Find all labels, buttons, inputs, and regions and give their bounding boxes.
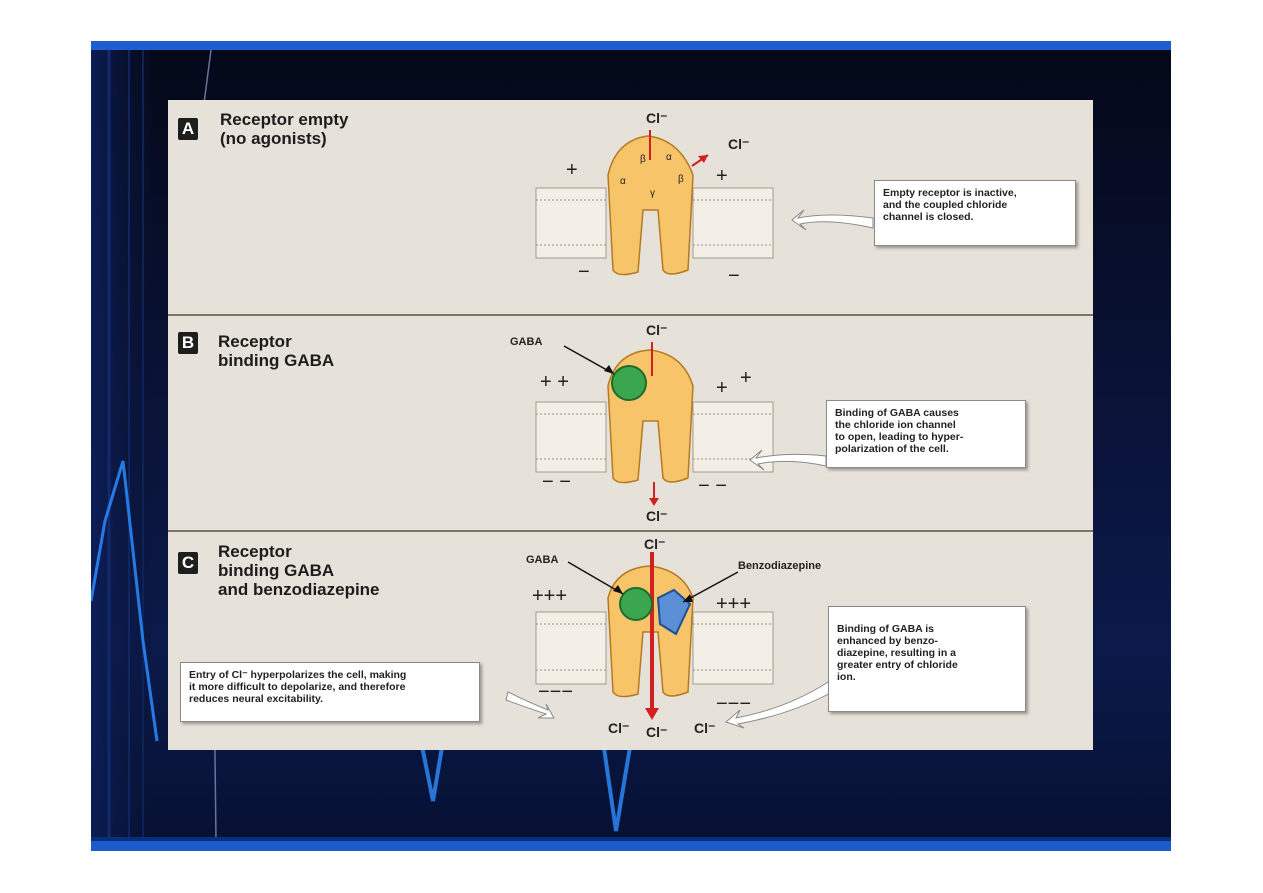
gaba-molecule [611,365,647,401]
chloride-ion-label: Cl⁻ [644,536,666,552]
charge-label: − − [542,471,571,493]
chloride-ion-label: Cl⁻ [728,136,750,152]
charge-label: −−− [716,693,752,715]
subunit-label: γ [650,188,655,199]
callout-box: Empty receptor is inactive, and the coup… [874,180,1076,246]
pulse-wave [91,460,159,742]
gaba-receptor-figure: A Receptor empty (no agonists) Cl⁻ Cl⁻ α [168,100,1093,750]
benzodiazepine-pointer [682,571,739,603]
charge-label: + [740,367,752,389]
callout-arrow [749,449,827,471]
membrane-right [692,187,774,259]
receptor-open [607,342,694,506]
panel-a-illustration [535,130,774,276]
panel-title: Receptor binding GABA and benzodiazepine [218,542,380,599]
chloride-ion-label: Cl⁻ [646,110,668,126]
gaba-label: GABA [510,336,543,348]
charge-label: + + [540,371,569,393]
panel-badge: A [178,118,198,140]
panel-a: A Receptor empty (no agonists) Cl⁻ Cl⁻ α [168,100,1093,316]
membrane-left [535,401,607,473]
panel-b: B Receptor binding GABA [168,316,1093,532]
pulse-wave [419,740,445,802]
chloride-ion-label: Cl⁻ [608,720,630,736]
slide-top-bar [91,41,1171,50]
chloride-ion-label: Cl⁻ [646,322,668,338]
charge-label: − [728,265,740,287]
panel-title: Receptor binding GABA [218,332,335,370]
charge-label: + [716,165,728,187]
benzodiazepine-label: Benzodiazepine [738,560,822,572]
callout-box: Binding of GABA is enhanced by benzo- di… [828,606,1026,712]
callout-arrow [505,691,555,719]
pulse-wave [601,740,633,832]
panel-b-illustration [535,342,827,506]
gaba-pointer-head [604,365,614,374]
charge-label: −−− [538,681,574,703]
gaba-pointer-head [613,585,623,594]
chloride-ion-label: Cl⁻ [646,724,668,740]
charge-label: − − [698,475,727,497]
chloride-ion-label: Cl⁻ [646,508,668,524]
receptor-open [607,552,694,720]
membrane-left [535,187,607,259]
chloride-ion-label: Cl⁻ [694,720,716,736]
callout-arrow [725,681,837,729]
slide-bottom-bar-shadow [91,837,1171,841]
charge-label: +++ [716,593,752,615]
membrane-left [535,611,607,685]
callout-arrow [791,209,874,231]
panel-c: C Receptor binding GABA and benzodiazepi… [168,532,1093,750]
panel-badge: C [178,552,198,574]
subunit-label: α [620,176,626,187]
membrane-right [692,611,774,685]
callout-box: Entry of Cl⁻ hyperpolarizes the cell, ma… [180,662,480,722]
panel-c-illustration [505,552,837,729]
benzodiazepine-pointer-head [683,594,693,602]
receptor-closed [607,130,709,276]
subunit-label: β [640,154,646,165]
left-stripe [91,50,151,840]
subunit-label: α [666,152,672,163]
callout-box: Binding of GABA causes the chloride ion … [826,400,1026,468]
slide-bottom-bar [91,841,1171,851]
gaba-label: GABA [526,554,559,566]
subunit-label: β [678,174,684,185]
charge-label: +++ [532,585,568,607]
charge-label: + [716,377,728,399]
benzodiazepine-molecule [656,588,692,636]
charge-label: − [578,261,590,283]
panel-title: Receptor empty (no agonists) [220,110,349,148]
gaba-molecule [619,587,653,621]
charge-label: + [566,159,578,181]
panel-badge: B [178,332,198,354]
